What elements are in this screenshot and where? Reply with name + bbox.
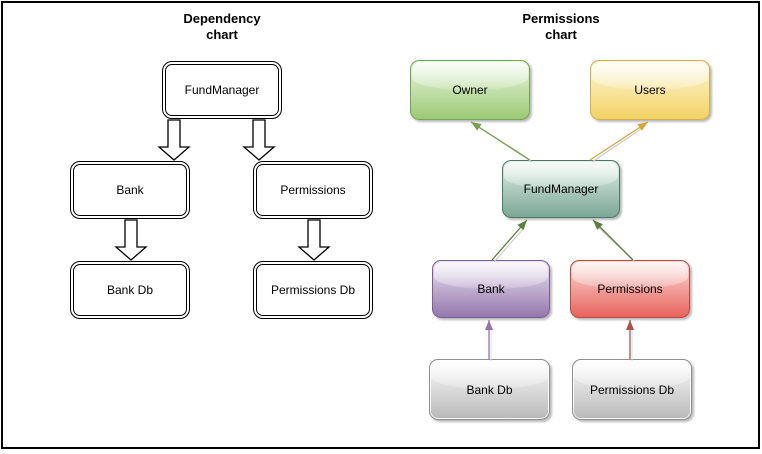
perm-node-bank-label: Bank — [477, 282, 505, 296]
perm-node-owner-label: Owner — [452, 83, 488, 97]
block-arrow-bank-to-bankdb — [114, 219, 148, 261]
dep-node-permissions-db: Permissions Db — [253, 261, 373, 319]
perm-node-bank-db-label: Bank Db — [466, 382, 513, 397]
permissions-chart-title-line2: chart — [545, 27, 577, 42]
dep-node-permissions: Permissions — [253, 161, 373, 219]
perm-node-fundmanager: FundManager — [502, 160, 620, 218]
dependency-chart-title: Dependency chart — [122, 11, 322, 43]
perm-node-permissions: Permissions — [570, 260, 690, 318]
edge-permissions-to-fundmanager — [592, 219, 636, 263]
dep-node-bank-db: Bank Db — [70, 261, 190, 319]
dep-node-bank-db-label: Bank Db — [106, 283, 154, 297]
perm-node-permissions-label: Permissions — [597, 282, 663, 296]
edge-bankdb-to-bank — [485, 320, 493, 361]
dependency-chart-title-line1: Dependency — [183, 11, 261, 26]
dep-node-fundmanager-label: FundManager — [184, 83, 260, 97]
perm-node-permissions-db-label: Permissions Db — [589, 382, 675, 397]
dependency-chart-title-line2: chart — [206, 27, 238, 42]
perm-node-bank: Bank — [432, 260, 550, 318]
permissions-chart-title-line1: Permissions — [522, 11, 600, 26]
perm-node-bank-db: Bank Db — [429, 359, 550, 420]
perm-node-permissions-db: Permissions Db — [572, 359, 692, 420]
edge-permissionsdb-to-permissions — [626, 320, 634, 361]
dep-node-bank: Bank — [70, 161, 190, 219]
perm-node-users-label: Users — [634, 83, 666, 97]
perm-node-owner: Owner — [410, 60, 530, 120]
block-arrow-fundmanager-to-bank — [157, 119, 191, 161]
edge-bank-to-fundmanager — [491, 219, 528, 263]
edge-fundmanager-to-users — [589, 121, 649, 163]
dep-node-permissions-db-label: Permissions Db — [270, 283, 356, 297]
block-arrow-fundmanager-to-permissions — [242, 119, 276, 161]
perm-node-users: Users — [590, 60, 710, 120]
dep-node-bank-label: Bank — [116, 183, 144, 197]
block-arrow-permissions-to-permissionsdb — [297, 219, 331, 261]
dep-node-fundmanager: FundManager — [162, 61, 282, 119]
permissions-chart-title: Permissions chart — [461, 11, 661, 43]
perm-node-fundmanager-label: FundManager — [523, 182, 599, 196]
dep-node-permissions-label: Permissions — [280, 183, 346, 197]
edge-fundmanager-to-owner — [470, 121, 533, 163]
